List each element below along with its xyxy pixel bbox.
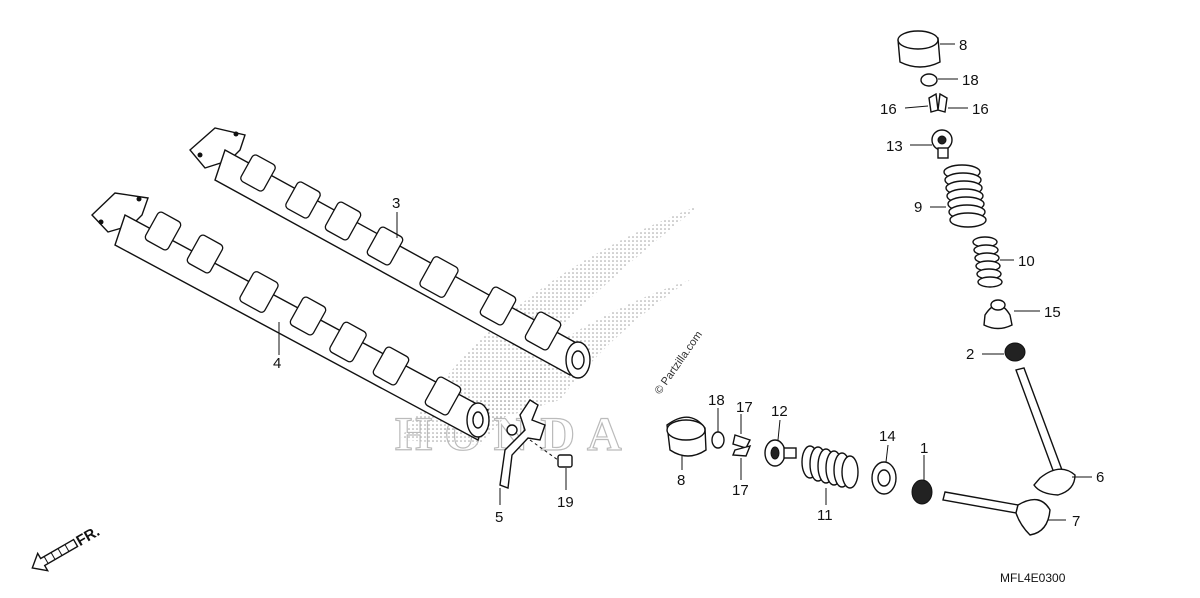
- callout-7: 7: [1072, 513, 1080, 530]
- camshaft-lower: [91, 192, 490, 442]
- drawing-code: MFL4E0300: [1000, 571, 1066, 585]
- callout-14: 14: [879, 428, 896, 445]
- spring-inner-upper: [972, 236, 1003, 288]
- leader-lines: [278, 43, 1092, 521]
- cotter-upper: [928, 92, 948, 113]
- callout-9: 9: [914, 199, 922, 216]
- callout-16-left: 16: [880, 101, 897, 118]
- camshaft-upper: [189, 127, 591, 379]
- callout-2: 2: [966, 346, 974, 363]
- callout-18-bottom: 18: [708, 392, 725, 409]
- callout-15: 15: [1044, 304, 1061, 321]
- spring-lower: [801, 445, 859, 489]
- spring-outer-upper: [943, 164, 987, 228]
- tappet-lower: [666, 416, 707, 457]
- spring-seat-upper: [983, 299, 1013, 330]
- valve-seal-lower: [911, 479, 933, 505]
- callout-8-bottom: 8: [677, 472, 685, 489]
- callout-8-top: 8: [959, 37, 967, 54]
- cam-bracket: [499, 399, 546, 489]
- callout-6: 6: [1096, 469, 1104, 486]
- shim-upper: [920, 73, 938, 87]
- valve-upper: [1015, 367, 1076, 496]
- callout-1: 1: [920, 440, 928, 457]
- partzilla-watermark: © Partzilla.com: [653, 329, 705, 397]
- cotter-lower: [731, 434, 752, 457]
- front-arrow: FR.: [31, 523, 103, 572]
- callout-12: 12: [771, 403, 788, 420]
- spring-seat-lower: [871, 461, 897, 495]
- callout-4: 4: [273, 355, 281, 372]
- bolt-19: [529, 439, 573, 468]
- callouts: 3 4 5 19 8 18 17 17 12 11 14 1 7 6 2 15 …: [273, 37, 1104, 530]
- callout-11: 11: [817, 507, 833, 524]
- valve-seal-upper: [1004, 342, 1026, 362]
- callout-17-bottom: 17: [732, 482, 749, 499]
- valve-lower: [942, 491, 1051, 536]
- callout-19: 19: [557, 494, 574, 511]
- callout-10: 10: [1018, 253, 1035, 270]
- shim-lower: [711, 431, 725, 449]
- callout-16-right: 16: [972, 101, 989, 118]
- callout-18-top: 18: [962, 72, 979, 89]
- callout-5: 5: [495, 509, 503, 526]
- callout-13: 13: [886, 138, 903, 155]
- retainer-lower: [764, 439, 797, 467]
- retainer-upper: [931, 129, 953, 159]
- callout-17-top: 17: [736, 399, 753, 416]
- callout-3: 3: [392, 195, 400, 212]
- tappet-upper: [897, 30, 941, 68]
